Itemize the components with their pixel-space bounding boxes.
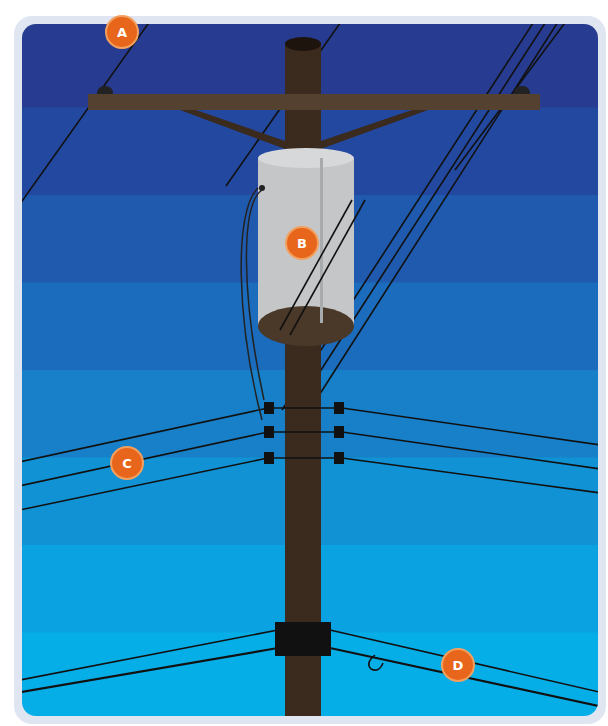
- callout-text: D: [453, 659, 464, 672]
- pole-drawing: [22, 24, 598, 716]
- callout-letter: A: [105, 15, 139, 49]
- callout-letter: C: [110, 446, 144, 480]
- callout-letter: B: [285, 226, 319, 260]
- callout-text: C: [122, 457, 132, 470]
- callout-text: A: [117, 26, 127, 39]
- callout-letter: D: [441, 648, 475, 682]
- callout-text: B: [297, 237, 307, 250]
